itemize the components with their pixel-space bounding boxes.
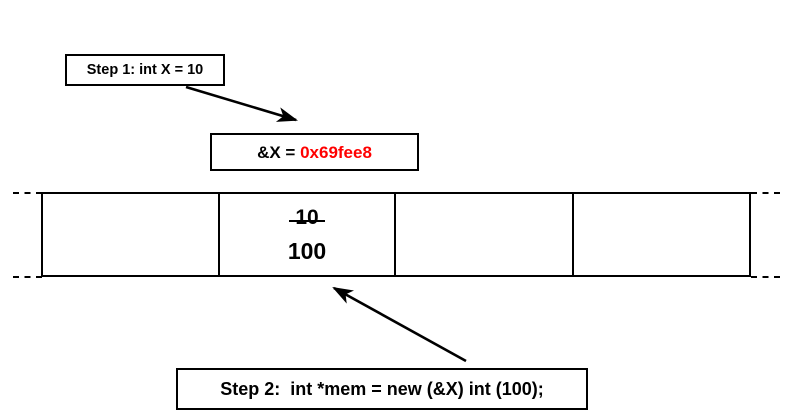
address-value: 0x69fee8 (300, 142, 372, 162)
step2-callout-box: Step 2: int *mem = new (&X) int (100); (176, 368, 588, 410)
address-label: &X = (257, 142, 301, 162)
arrow-step2-to-memory-cell (332, 286, 467, 363)
step1-callout-box: Step 1: int X = 10 (65, 54, 225, 86)
memory-cell-1: 10 100 (220, 194, 396, 275)
memory-dashed-line-bottom-left (13, 276, 42, 278)
memory-strip: 10 100 (41, 192, 751, 277)
step2-label: Step 2: int *mem = new (&X) int (100); (220, 379, 544, 399)
memory-dashed-line-bottom-right (751, 276, 780, 278)
memory-cell-1-new-value: 100 (287, 237, 327, 264)
memory-dashed-line-top-left (13, 192, 42, 194)
arrow-step1-to-address (185, 85, 298, 122)
memory-cell-2 (396, 194, 574, 275)
memory-cell-1-old-value: 10 (289, 205, 326, 229)
memory-cell-0 (43, 194, 220, 275)
memory-cell-3 (574, 194, 749, 275)
address-callout-box: &X = 0x69fee8 (210, 133, 419, 171)
step1-label: Step 1: int X = 10 (86, 61, 204, 78)
memory-dashed-line-top-right (751, 192, 780, 194)
